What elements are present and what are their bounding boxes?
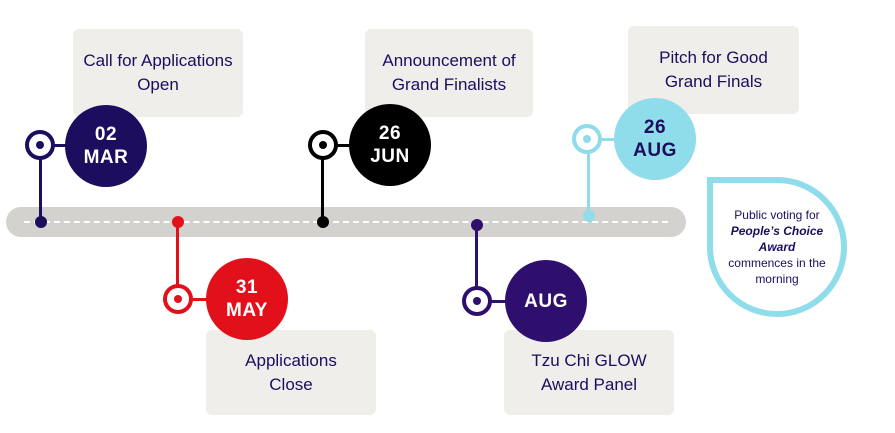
connector-aug-panel <box>487 300 513 303</box>
ring-marker-aug-finals <box>572 124 602 154</box>
ring-marker-may <box>163 284 193 314</box>
badge-day: 26 <box>378 123 402 144</box>
badge-month: AUG <box>524 290 568 312</box>
badge-day: 02 <box>94 124 118 145</box>
badge-month: MAY <box>226 300 268 321</box>
note-emphasis: People’s Choice Award <box>730 224 824 254</box>
ring-marker-jun <box>308 130 338 160</box>
date-badge-aug-finals: 26 AUG <box>614 98 696 180</box>
stem-aug-panel <box>475 224 478 300</box>
milestone-label-box: Tzu Chi GLOW Award Panel <box>504 330 674 415</box>
connector-jun <box>333 144 359 147</box>
ring-marker-mar <box>25 130 55 160</box>
badge-day: 31 <box>235 277 259 298</box>
badge-day: 26 <box>643 117 667 138</box>
connector-may <box>188 298 214 301</box>
milestone-label: Call for Applications Open <box>83 51 233 94</box>
milestone-label-box: Call for Applications Open <box>73 29 243 117</box>
ring-marker-aug-panel <box>462 286 492 316</box>
public-voting-callout: Public voting for People’s Choice Award … <box>707 177 847 317</box>
timeline-track <box>6 207 686 237</box>
milestone-label: Announcement of Grand Finalists <box>382 51 516 94</box>
date-badge-mar: 02 MAR <box>65 105 147 187</box>
track-dot-jun <box>317 216 329 228</box>
stem-may <box>176 222 179 300</box>
milestone-label-box: Announcement of Grand Finalists <box>365 29 533 117</box>
badge-month: MAR <box>83 147 129 168</box>
date-badge-jun: 26 JUN <box>349 104 431 186</box>
track-dot-aug-finals <box>583 210 595 222</box>
track-dot-mar <box>35 216 47 228</box>
date-badge-may: 31 MAY <box>206 258 288 340</box>
milestone-label-box: Applications Close <box>206 330 376 415</box>
stem-mar <box>39 146 42 220</box>
milestone-label: Tzu Chi GLOW Award Panel <box>531 350 647 394</box>
badge-month: AUG <box>633 140 677 161</box>
note-line-2: commences in the morning <box>728 256 826 286</box>
timeline-dashes <box>24 221 668 223</box>
milestone-label: Pitch for Good Grand Finals <box>659 48 768 91</box>
badge-month: JUN <box>370 146 410 167</box>
connector-mar <box>50 144 76 147</box>
connector-aug-finals <box>598 138 620 141</box>
date-badge-aug-panel: AUG <box>505 260 587 342</box>
milestone-label: Applications Close <box>245 350 337 394</box>
stem-jun <box>321 146 324 220</box>
stem-aug-finals <box>587 152 590 214</box>
note-line-1: Public voting for <box>734 208 820 222</box>
